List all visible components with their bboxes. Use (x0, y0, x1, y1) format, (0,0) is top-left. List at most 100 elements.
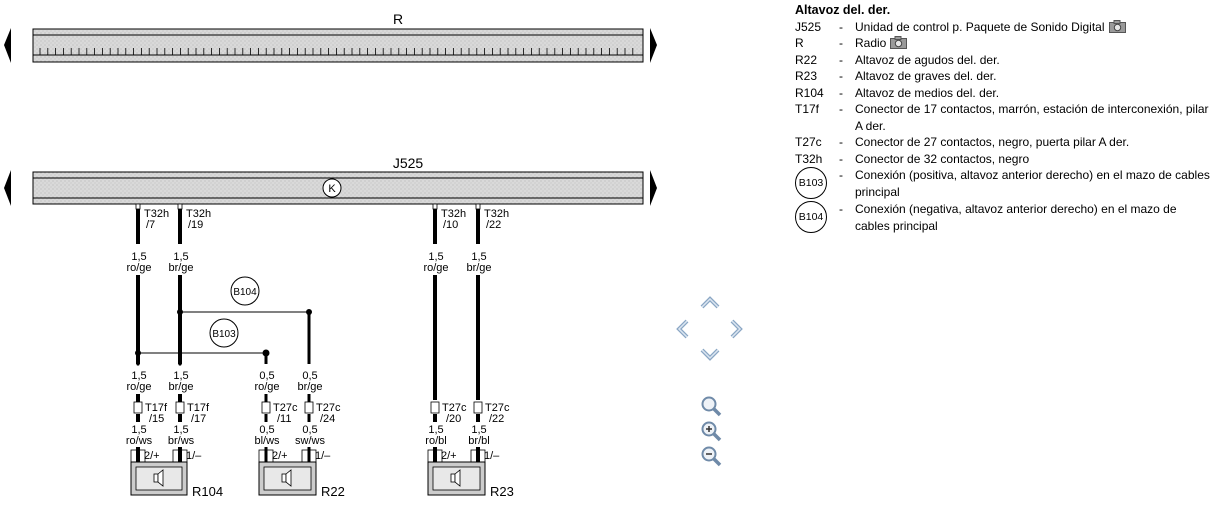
legend-desc: Conector de 17 contactos, marrón, estaci… (855, 102, 1209, 133)
wire-color: ro/ge (254, 381, 279, 393)
wire-color: ro/ws (126, 435, 153, 447)
junction-b104-label: B104 (233, 287, 257, 298)
wire-color: br/ge (466, 262, 491, 274)
wire-gauge: 1,5 (471, 424, 486, 436)
legend-desc: Conexión (positiva, altavoz anterior der… (855, 168, 1210, 199)
bus-j525-left-arrow (4, 170, 11, 206)
legend-bubble-cell: B104 (795, 201, 839, 235)
legend-desc: Altavoz de medios del. der. (855, 85, 1000, 100)
legend-code: J525 (795, 19, 822, 34)
bus-j525: J525 K (4, 155, 657, 206)
legend-bubble-cell: B103 (795, 167, 839, 201)
wire-gauge: 1,5 (173, 424, 188, 436)
wire-gauge: 1,5 (131, 251, 146, 263)
legend-dash: - (839, 19, 843, 34)
arrow-down-icon[interactable] (699, 347, 721, 361)
bus-r-left-arrow (4, 28, 11, 63)
connector-low-name: T27c (442, 402, 467, 414)
legend-title: Altavoz del. der. (795, 3, 891, 17)
connector-low-name: T17f (145, 402, 168, 414)
wire-gauge: 1,5 (428, 251, 443, 263)
legend-dash: - (839, 151, 843, 166)
connector-low-pin: /24 (320, 413, 335, 425)
legend-bubble: B104 (795, 201, 827, 233)
legend-item: T17f - Conector de 17 contactos, marrón,… (795, 101, 1211, 134)
legend-code: R23 (795, 69, 818, 83)
zoom-in-icon[interactable] (700, 420, 722, 442)
connector-low-name: T17f (187, 402, 210, 414)
wire-gauge: 1,5 (131, 370, 146, 382)
wire-color: br/ws (168, 435, 195, 447)
legend-dash: - (839, 202, 843, 216)
bus-j525-label: J525 (393, 155, 424, 171)
wire-color: ro/ge (423, 262, 448, 274)
connector-top-name: T32h (144, 208, 169, 220)
camera-icon[interactable] (890, 36, 908, 49)
legend-desc: Conector de 27 contactos, negro, puerta … (855, 135, 1130, 149)
bus-j525-right-arrow (650, 170, 657, 206)
legend-desc: Radio (855, 35, 1211, 52)
wire-color: br/bl (468, 435, 489, 447)
legend-dash: - (839, 135, 843, 149)
arrow-left-icon[interactable] (676, 318, 690, 340)
wire-color: br/ge (297, 381, 322, 393)
speaker-pin-pos: 2/+ (441, 450, 457, 462)
speaker-pin-neg: 1/– (315, 450, 331, 462)
k-symbol-label: K (328, 183, 336, 195)
legend-item: R23 - Altavoz de graves del. der. (795, 68, 1211, 85)
legend-dash: - (839, 85, 843, 100)
zoom-fit-icon[interactable] (700, 395, 722, 417)
wire-gauge: 1,5 (173, 251, 188, 263)
legend-desc-text: Radio (855, 36, 887, 50)
speaker-label: R22 (321, 484, 345, 499)
legend-desc: Altavoz de graves del. der. (855, 69, 997, 83)
bus-r-label: R (393, 11, 403, 27)
legend-code: T32h (795, 151, 823, 166)
wire-gauge: 1,5 (428, 424, 443, 436)
wire-gauge: 0,5 (259, 370, 274, 382)
legend-item: R - Radio (795, 35, 1211, 52)
legend-dash: - (839, 168, 843, 182)
connectors-top: T32h /7 T32h /19 T32h /10 T32h /22 (135, 203, 509, 231)
wiring-diagram: R J525 K T32h /7 T32h /19 T32h /10 T32h … (4, 11, 657, 499)
navigation-controls (672, 292, 748, 472)
speaker-pin-neg: 1/– (186, 450, 202, 462)
connector-top-name: T32h (484, 208, 509, 220)
legend-bubble: B103 (795, 167, 827, 199)
splice-dots (135, 309, 312, 366)
arrow-up-icon[interactable] (699, 296, 721, 310)
speaker-icon (450, 473, 456, 483)
wire-color: ro/ge (126, 381, 151, 393)
connector-low-name: T27c (316, 402, 341, 414)
wire-gauge: 0,5 (302, 370, 317, 382)
arrow-right-icon[interactable] (729, 318, 743, 340)
legend-desc: Altavoz de agudos del. der. (855, 52, 1000, 67)
legend-dash: - (839, 69, 843, 83)
legend-item: R22 - Altavoz de agudos del. der. (795, 52, 1211, 69)
legend-code: R (795, 36, 804, 50)
junction-b103-label: B103 (212, 329, 236, 340)
wire-color: br/ge (168, 262, 193, 274)
connector-top-name: T32h (186, 208, 211, 220)
wire-color: br/ge (168, 381, 193, 393)
camera-icon[interactable] (1108, 19, 1126, 33)
legend-code: R104 (795, 85, 824, 100)
speaker-icon (281, 473, 287, 483)
speaker-label: R23 (490, 484, 514, 499)
connector-low-name: T27c (485, 402, 510, 414)
legend-dash: - (839, 36, 843, 50)
connector-top-pin: /22 (486, 219, 501, 231)
speaker-label: R104 (192, 484, 223, 499)
legend-item-b103: B103 - Conexión (positiva, altavoz anter… (795, 167, 1211, 201)
speaker-icon (153, 473, 159, 483)
wire-color: bl/ws (254, 435, 280, 447)
legend-desc-text: Unidad de control p. Paquete de Sonido D… (855, 19, 1105, 34)
wire-gauge: 0,5 (302, 424, 317, 436)
wire-gauge: 1,5 (131, 424, 146, 436)
legend-item: R104 - Altavoz de medios del. der. (795, 85, 1211, 102)
legend-item-b104: B104 - Conexión (negativa, altavoz anter… (795, 201, 1211, 235)
connector-low-pin: /15 (149, 413, 164, 425)
connector-low-pin: /22 (489, 413, 504, 425)
legend-dash: - (839, 52, 843, 67)
zoom-out-icon[interactable] (700, 445, 722, 467)
